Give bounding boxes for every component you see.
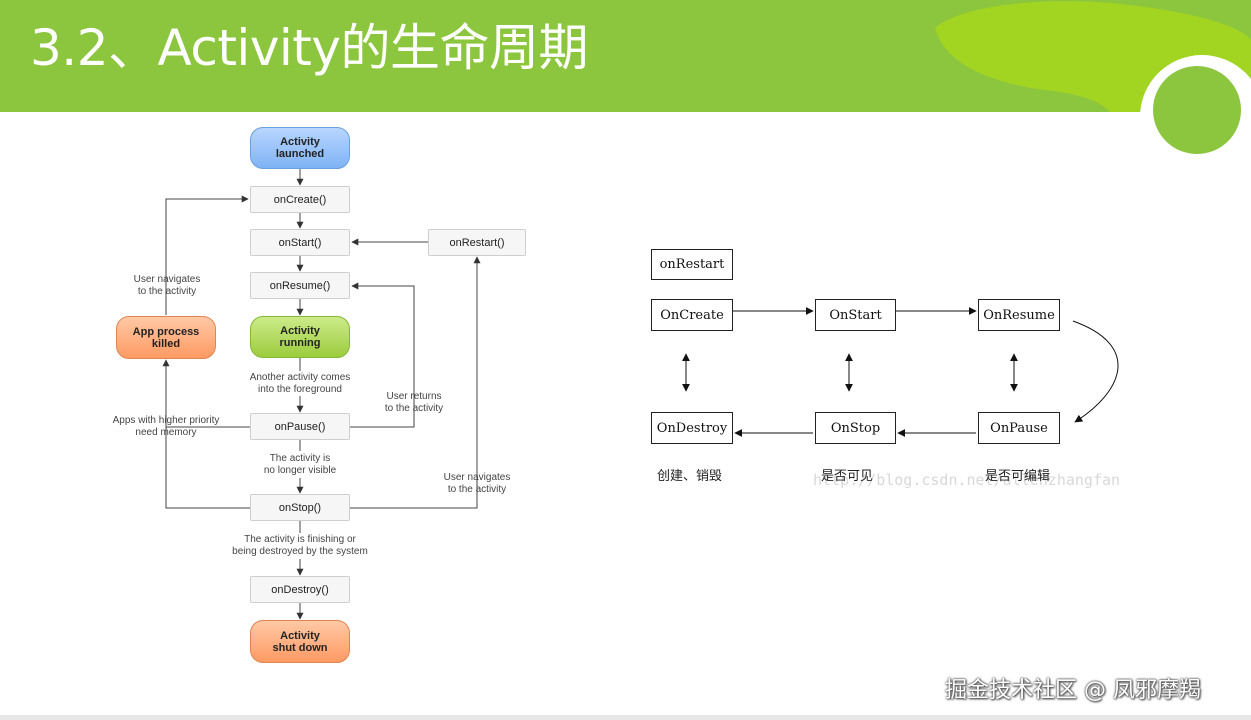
note-user-navigates-2: User navigates to the activity [443, 472, 511, 495]
box-onstop: OnStop [815, 412, 896, 444]
method-onresume: onResume() [250, 272, 350, 299]
footer-divider [0, 715, 1251, 720]
box-oncreate: OnCreate [651, 299, 733, 331]
note-another-activity: Another activity comes into the foregrou… [249, 372, 351, 395]
state-app-process-killed: App process killed [116, 316, 216, 359]
note-user-returns: User returns to the activity [384, 391, 444, 414]
method-ondestroy: onDestroy() [250, 576, 350, 603]
source-credit: 掘金技术社区 @ 凤邪摩羯 [945, 678, 1201, 703]
note-finishing: The activity is finishing or being destr… [232, 534, 368, 557]
method-onstop: onStop() [250, 494, 350, 521]
box-onresume: OnResume [978, 299, 1060, 331]
note-user-navigates: User navigates to the activity [133, 274, 201, 297]
method-oncreate: onCreate() [250, 186, 350, 213]
method-onpause: onPause() [250, 413, 350, 440]
box-onstart: OnStart [815, 299, 896, 331]
box-onrestart: onRestart [651, 249, 733, 280]
watermark-url: http://blog.csdn.net/allenzhangfan [813, 471, 1121, 489]
note-higher-priority: Apps with higher priority need memory [112, 415, 220, 438]
caption-editable: 是否可编辑 [985, 469, 1051, 484]
slide-title: 3.2、Activity的生命周期 [30, 19, 589, 77]
note-no-longer-visible: The activity is no longer visible [263, 453, 337, 476]
box-ondestroy: OnDestroy [651, 412, 733, 444]
method-onrestart: onRestart() [428, 229, 526, 256]
state-activity-launched: Activity launched [250, 127, 350, 169]
caption-create-destroy: 创建、销毁 [657, 469, 723, 484]
state-activity-shut-down: Activity shut down [250, 620, 350, 663]
state-activity-running: Activity running [250, 316, 350, 358]
decorative-ring-center [1153, 66, 1241, 154]
box-onpause: OnPause [978, 412, 1060, 444]
method-onstart: onStart() [250, 229, 350, 256]
caption-visible: 是否可见 [821, 469, 874, 484]
